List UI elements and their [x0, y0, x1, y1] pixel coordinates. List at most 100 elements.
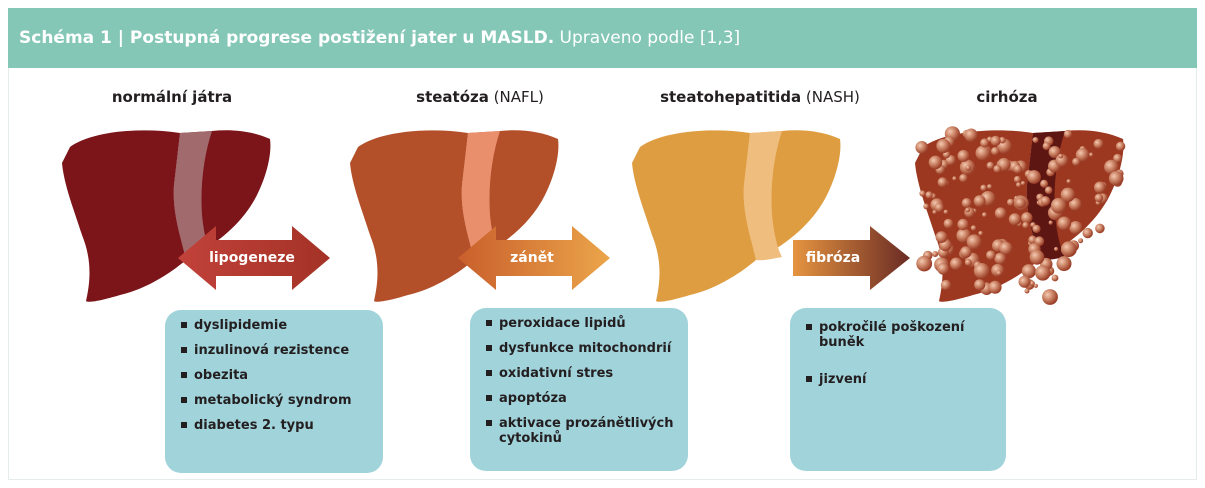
- arrow-label-fibroza: fibróza: [805, 250, 861, 266]
- liver-cirrhosis: [915, 126, 1126, 305]
- box-steatosis-to-nash: peroxidace lipidů dysfunkce mitochondrií…: [470, 308, 688, 471]
- cirrhosis-nodule: [1032, 224, 1041, 233]
- arrow-fibroza: [793, 226, 910, 290]
- liver-steatosis: [350, 130, 559, 302]
- cirrhosis-nodule: [935, 231, 948, 243]
- cirrhosis-nodule: [986, 250, 996, 260]
- box-normal-to-steatosis: dyslipidemie inzulinová rezistence obezi…: [165, 310, 383, 473]
- cirrhosis-nodule: [1033, 283, 1038, 288]
- cirrhosis-nodule: [1066, 179, 1071, 184]
- cirrhosis-nodule: [1042, 289, 1058, 305]
- cirrhosis-nodule: [1048, 220, 1053, 225]
- box-nash-to-cirrhosis: pokročilé poškození buněk jizvení: [790, 308, 1006, 471]
- bullet-square-icon: [486, 395, 492, 401]
- cirrhosis-nodule: [1048, 146, 1061, 159]
- bullet-square-icon: [486, 420, 492, 426]
- bullet-square-icon: [806, 324, 812, 330]
- cirrhosis-nodule: [936, 138, 951, 154]
- cirrhosis-nodule: [949, 257, 963, 271]
- bullet-square-icon: [486, 320, 492, 326]
- cirrhosis-nodule: [934, 203, 944, 213]
- list-item: apoptóza: [486, 391, 674, 406]
- list-item: jizvení: [806, 372, 992, 387]
- cirrhosis-nodule: [1054, 246, 1059, 252]
- bullet-square-icon: [486, 345, 492, 351]
- cirrhosis-nodule: [973, 195, 986, 208]
- cirrhosis-nodule: [1015, 197, 1026, 209]
- bullet-square-icon: [486, 370, 492, 376]
- cirrhosis-nodule: [964, 128, 978, 142]
- arrow-lipogeneze: [178, 226, 330, 290]
- cirrhosis-nodule: [957, 149, 970, 162]
- cirrhosis-nodule: [994, 252, 1007, 265]
- bullet-square-icon: [181, 372, 187, 378]
- cirrhosis-nodule: [1040, 179, 1049, 188]
- cirrhosis-nodule: [1088, 152, 1094, 157]
- cirrhosis-nodule: [1008, 213, 1021, 226]
- cirrhosis-nodule: [1020, 181, 1026, 186]
- list-item: aktivace prozánětlivých cytokinů: [486, 416, 674, 446]
- cirrhosis-nodule: [1044, 186, 1053, 194]
- figure-source: Upraveno podle [1,3]: [554, 28, 741, 48]
- cirrhosis-nodule: [990, 135, 1001, 146]
- cirrhosis-nodule: [923, 203, 930, 210]
- bullet-square-icon: [181, 422, 187, 428]
- cirrhosis-nodule: [1029, 280, 1035, 286]
- cirrhosis-nodule: [937, 177, 948, 188]
- cirrhosis-nodule: [943, 218, 954, 229]
- list-item: diabetes 2. typu: [181, 418, 369, 433]
- cirrhosis-nodule: [952, 176, 957, 181]
- arrow-zanet: [458, 226, 610, 290]
- cirrhosis-nodule: [1060, 241, 1077, 258]
- stage-title-normal: normální játra: [111, 88, 233, 106]
- cirrhosis-nodule: [915, 141, 929, 154]
- cirrhosis-nodule: [973, 263, 990, 279]
- cirrhosis-nodule: [965, 164, 972, 171]
- bullet-square-icon: [806, 376, 812, 382]
- cirrhosis-nodule: [1035, 265, 1051, 281]
- figure-frame: [8, 68, 1197, 480]
- cirrhosis-nodule: [1040, 196, 1051, 206]
- cirrhosis-nodule: [932, 251, 939, 257]
- list-item: obezita: [181, 368, 369, 383]
- cirrhosis-nodule: [1078, 238, 1084, 244]
- cirrhosis-nodule: [1029, 249, 1045, 265]
- cirrhosis-nodule: [943, 209, 949, 215]
- cirrhosis-nodule: [1063, 129, 1073, 139]
- cirrhosis-nodule: [974, 279, 986, 291]
- cirrhosis-nodule: [932, 209, 937, 215]
- cirrhosis-nodule: [1021, 264, 1036, 279]
- list-item: oxidativní stres: [486, 366, 674, 381]
- cirrhosis-nodule: [1016, 182, 1022, 188]
- cirrhosis-nodule: [919, 190, 926, 197]
- list-item: peroxidace lipidů: [486, 316, 674, 331]
- stage-title-steatosis: steatóza (NAFL): [416, 88, 544, 106]
- stage-title-nash: steatohepatitida (NASH): [660, 88, 860, 106]
- cirrhosis-nodule: [1113, 153, 1123, 163]
- liver-normal: [62, 130, 271, 302]
- cirrhosis-nodule: [980, 184, 987, 192]
- cirrhosis-nodule: [964, 259, 972, 266]
- bullet-square-icon: [181, 397, 187, 403]
- cirrhosis-nodule: [1060, 187, 1076, 202]
- cirrhosis-nodule: [1094, 193, 1104, 203]
- cirrhosis-nodule: [959, 173, 968, 183]
- cirrhosis-nodule: [1022, 221, 1029, 229]
- cirrhosis-nodule: [1007, 198, 1015, 206]
- cirrhosis-nodule: [975, 145, 991, 161]
- cirrhosis-nodule: [1056, 256, 1072, 272]
- cirrhosis-nodule: [1094, 181, 1106, 194]
- cirrhosis-nodule: [1104, 159, 1119, 175]
- cirrhosis-nodule: [1013, 164, 1023, 174]
- cirrhosis-nodule: [1042, 142, 1051, 150]
- cirrhosis-nodule: [1068, 198, 1082, 211]
- bullet-square-icon: [181, 322, 187, 328]
- cirrhosis-nodule: [1115, 141, 1126, 151]
- cirrhosis-nodule: [1018, 275, 1031, 288]
- figure-title: Schéma 1 | Postupná progrese postižení j…: [19, 28, 555, 48]
- cirrhosis-nodule: [961, 198, 972, 208]
- cirrhosis-nodule: [1093, 138, 1104, 149]
- cirrhosis-nodule: [1024, 288, 1030, 294]
- cirrhosis-nodule: [960, 246, 972, 258]
- cirrhosis-nodule: [982, 212, 987, 218]
